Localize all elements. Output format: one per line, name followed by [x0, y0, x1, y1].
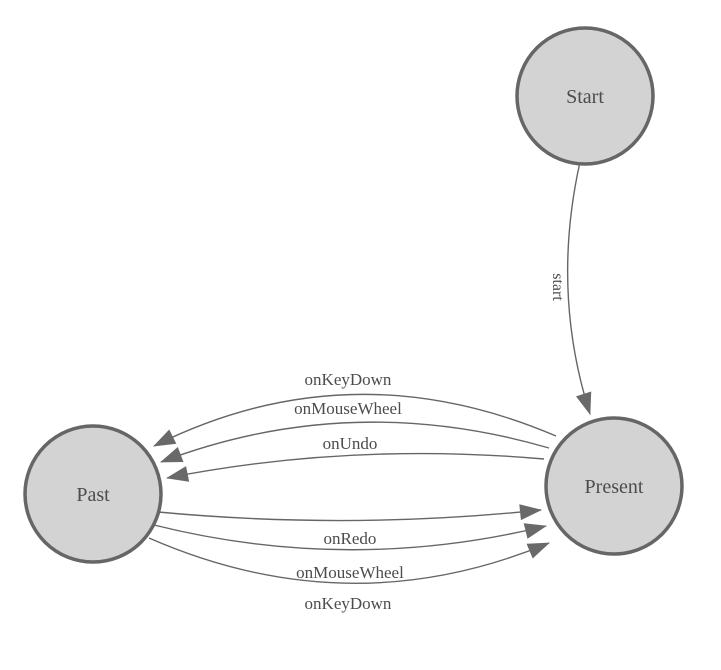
- present-node-label: Present: [585, 476, 644, 498]
- edge-label-onkeydown-top: onKeyDown: [305, 370, 392, 389]
- edge-label-onmousewheel-top: onMouseWheel: [294, 399, 402, 418]
- present-node-circle: [544, 416, 684, 556]
- edge-label-onmousewheel-bottom: onMouseWheel: [296, 563, 404, 582]
- state-node-start: Start: [515, 26, 655, 166]
- edge-label-onkeydown-bottom: onKeyDown: [305, 594, 392, 613]
- start-node-circle: [515, 26, 655, 166]
- edge-label-start: start: [549, 273, 566, 301]
- edge-present-to-past-onundo: [166, 452, 545, 482]
- edge-start-to-present: [566, 161, 592, 415]
- start-node-label: Start: [566, 86, 604, 108]
- edge-past-to-present-onredo: [157, 504, 542, 522]
- edge-present-to-past-onkeydown: [153, 393, 557, 447]
- past-node-circle: [23, 424, 163, 564]
- edge-past-to-present-onkeydown: [148, 537, 550, 584]
- edge-past-to-present-onmousewheel: [153, 523, 547, 551]
- edge-label-onredo: onRedo: [324, 529, 377, 548]
- edge-present-to-past-onmousewheel: [160, 421, 550, 463]
- state-node-past: Past: [23, 424, 163, 564]
- edge-label-onundo: onUndo: [323, 434, 378, 453]
- past-node-label: Past: [76, 484, 110, 506]
- state-node-present: Present: [544, 416, 684, 556]
